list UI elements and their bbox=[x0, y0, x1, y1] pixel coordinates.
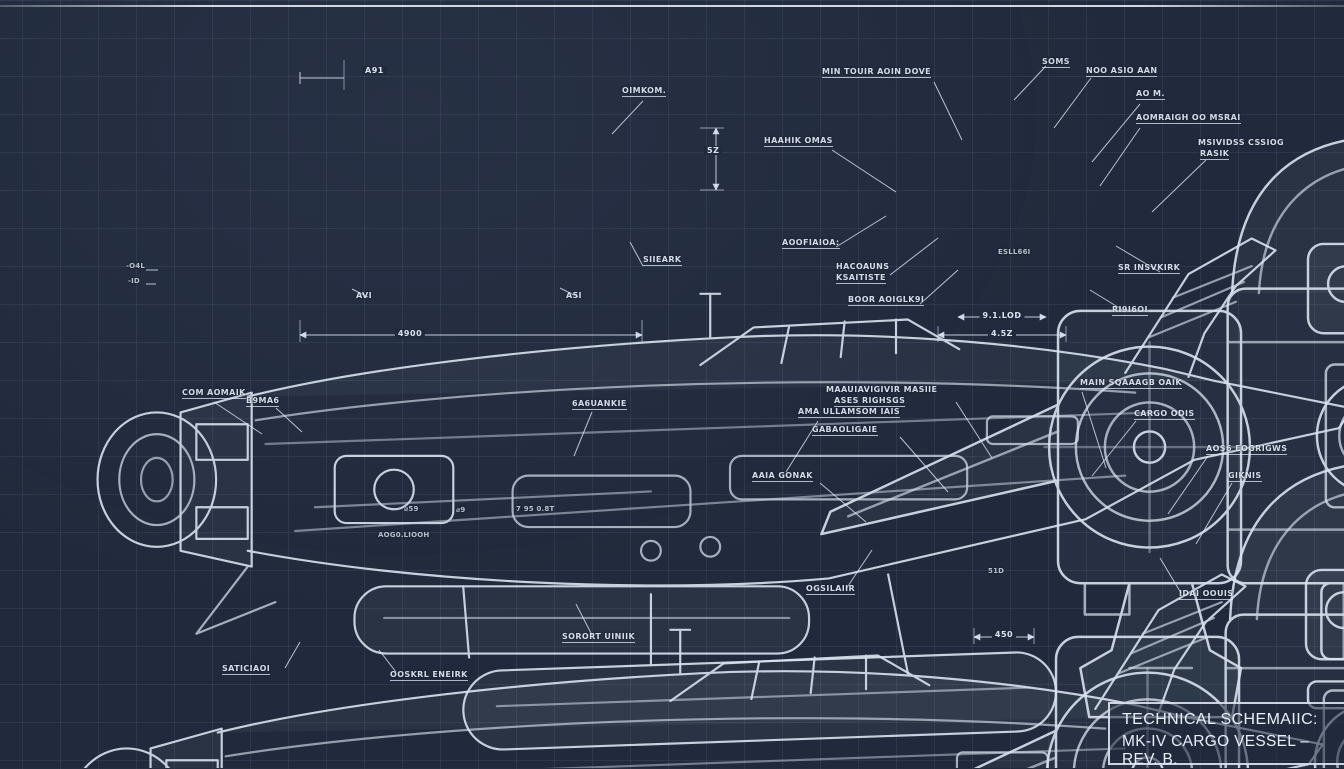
title-block-line1: TECHNICAL SCHEMAIIC: bbox=[1122, 711, 1318, 728]
annotation-ft-l3: NOO ASIO AAN bbox=[1086, 66, 1158, 77]
annotation-ft-l10: BOOR AOIGLK9I bbox=[848, 295, 925, 306]
annotation-fb-l2: GABAOLIGAIE bbox=[812, 425, 878, 436]
annotation-ft-l1: MIN TOUIR AOIN DOVE bbox=[822, 67, 932, 78]
title-block: TECHNICAL SCHEMAIIC: MK-IV CARGO VESSEL … bbox=[1108, 702, 1344, 768]
annotation-sb-l5: SORORT UINIIK bbox=[562, 632, 636, 643]
annotation-ft-l11: SR INSVKIRK bbox=[1118, 263, 1181, 274]
annotation-sb-l3: 6A6UANKIE bbox=[572, 399, 627, 410]
annotation-fb-l5: CARGO ODIS bbox=[1134, 409, 1195, 420]
annotation-sb-l7: OOSKRL ENEIRK bbox=[390, 670, 468, 681]
annotation-ft-l6b: RASIK bbox=[1200, 149, 1230, 160]
annotation-sb-d3: 7 95 0.8T bbox=[516, 505, 555, 513]
annotation-fb-l1a: MAAUIAVIGIVIR MASIIE bbox=[826, 385, 938, 394]
annotation-intake: SIIEARK bbox=[643, 255, 682, 266]
annotation-ft-l9a: HACOAUNS bbox=[836, 262, 890, 271]
annotation-ft-l7: HAAHIK OMAS bbox=[764, 136, 833, 147]
annotation-fb-l6: AOS6 EOGRIGWS bbox=[1206, 444, 1288, 455]
annotation-tail-fin: OIMKOM. bbox=[622, 86, 667, 97]
annotation-fb-tick: 51D bbox=[988, 567, 1005, 575]
annotation-ft-l8: AOOFIAIOA: bbox=[782, 238, 840, 249]
annotation-sb-l2: B9MA6 bbox=[246, 396, 280, 407]
annotation-sb-l4: AMA ULLAMSOM IAIS bbox=[798, 407, 900, 418]
annotation-skid-b: AVI bbox=[356, 291, 373, 300]
annotation-fb-l1b: ASES RIGHSGS bbox=[834, 396, 906, 407]
annotation-fb-l7: GIKNIS bbox=[1228, 471, 1262, 482]
annotation-sb-l6: SATICIAOI bbox=[222, 664, 271, 675]
annotation-ft-l13: ESLL66I bbox=[998, 248, 1031, 256]
annotation-ft-l12: RI9I6OI bbox=[1112, 305, 1148, 316]
frame-top-line bbox=[0, 5, 1344, 7]
annotation-ft-l4: AO M. bbox=[1136, 89, 1165, 100]
annotation-ft-l6a: MSIVIDSS CSSIOG bbox=[1198, 138, 1284, 147]
annotation-fb-l4: MAIN SQAAAGB OAIK bbox=[1080, 378, 1182, 389]
dim-label-height: 5Z bbox=[704, 146, 723, 155]
annotation-fb-l3: AAIA GONAK bbox=[752, 471, 813, 482]
annotation-sb-d1: ⌀59 bbox=[404, 505, 419, 513]
annotation-ft-l2: SOMS bbox=[1042, 57, 1070, 68]
annotation-sb-d4: AOG0.LIOOH bbox=[378, 531, 430, 539]
annotation-ft-l9b: KSAITISTE bbox=[836, 273, 886, 284]
annotation-skid-a: A5I bbox=[566, 291, 582, 300]
annotation-fb-l9: IDAI OOUIS bbox=[1179, 589, 1234, 600]
annotation-sb-l1: COM AOMAIK bbox=[182, 388, 246, 399]
annotation-ft-l5: AOMRAIGH OO MSRAI bbox=[1136, 113, 1241, 124]
dim-label-width: 450 bbox=[991, 630, 1017, 639]
annotation-tick-b: -ID bbox=[128, 277, 140, 285]
annotation-fb-l8: OGSILAIIR bbox=[806, 584, 856, 595]
title-block-line2: MK-IV CARGO VESSEL – REV. B. bbox=[1122, 733, 1310, 768]
annotation-sb-d2: ⌀9 bbox=[456, 506, 466, 514]
leader-lines bbox=[146, 65, 1233, 673]
annotation-tick-a: -O4L bbox=[126, 262, 145, 270]
dim-label-a91: A91 bbox=[362, 66, 387, 75]
dim-label-length: 4900 bbox=[394, 329, 426, 338]
dim-label-inner: 9.1.LOD bbox=[979, 311, 1025, 320]
dim-label-outer: 4.5Z bbox=[988, 329, 1016, 338]
